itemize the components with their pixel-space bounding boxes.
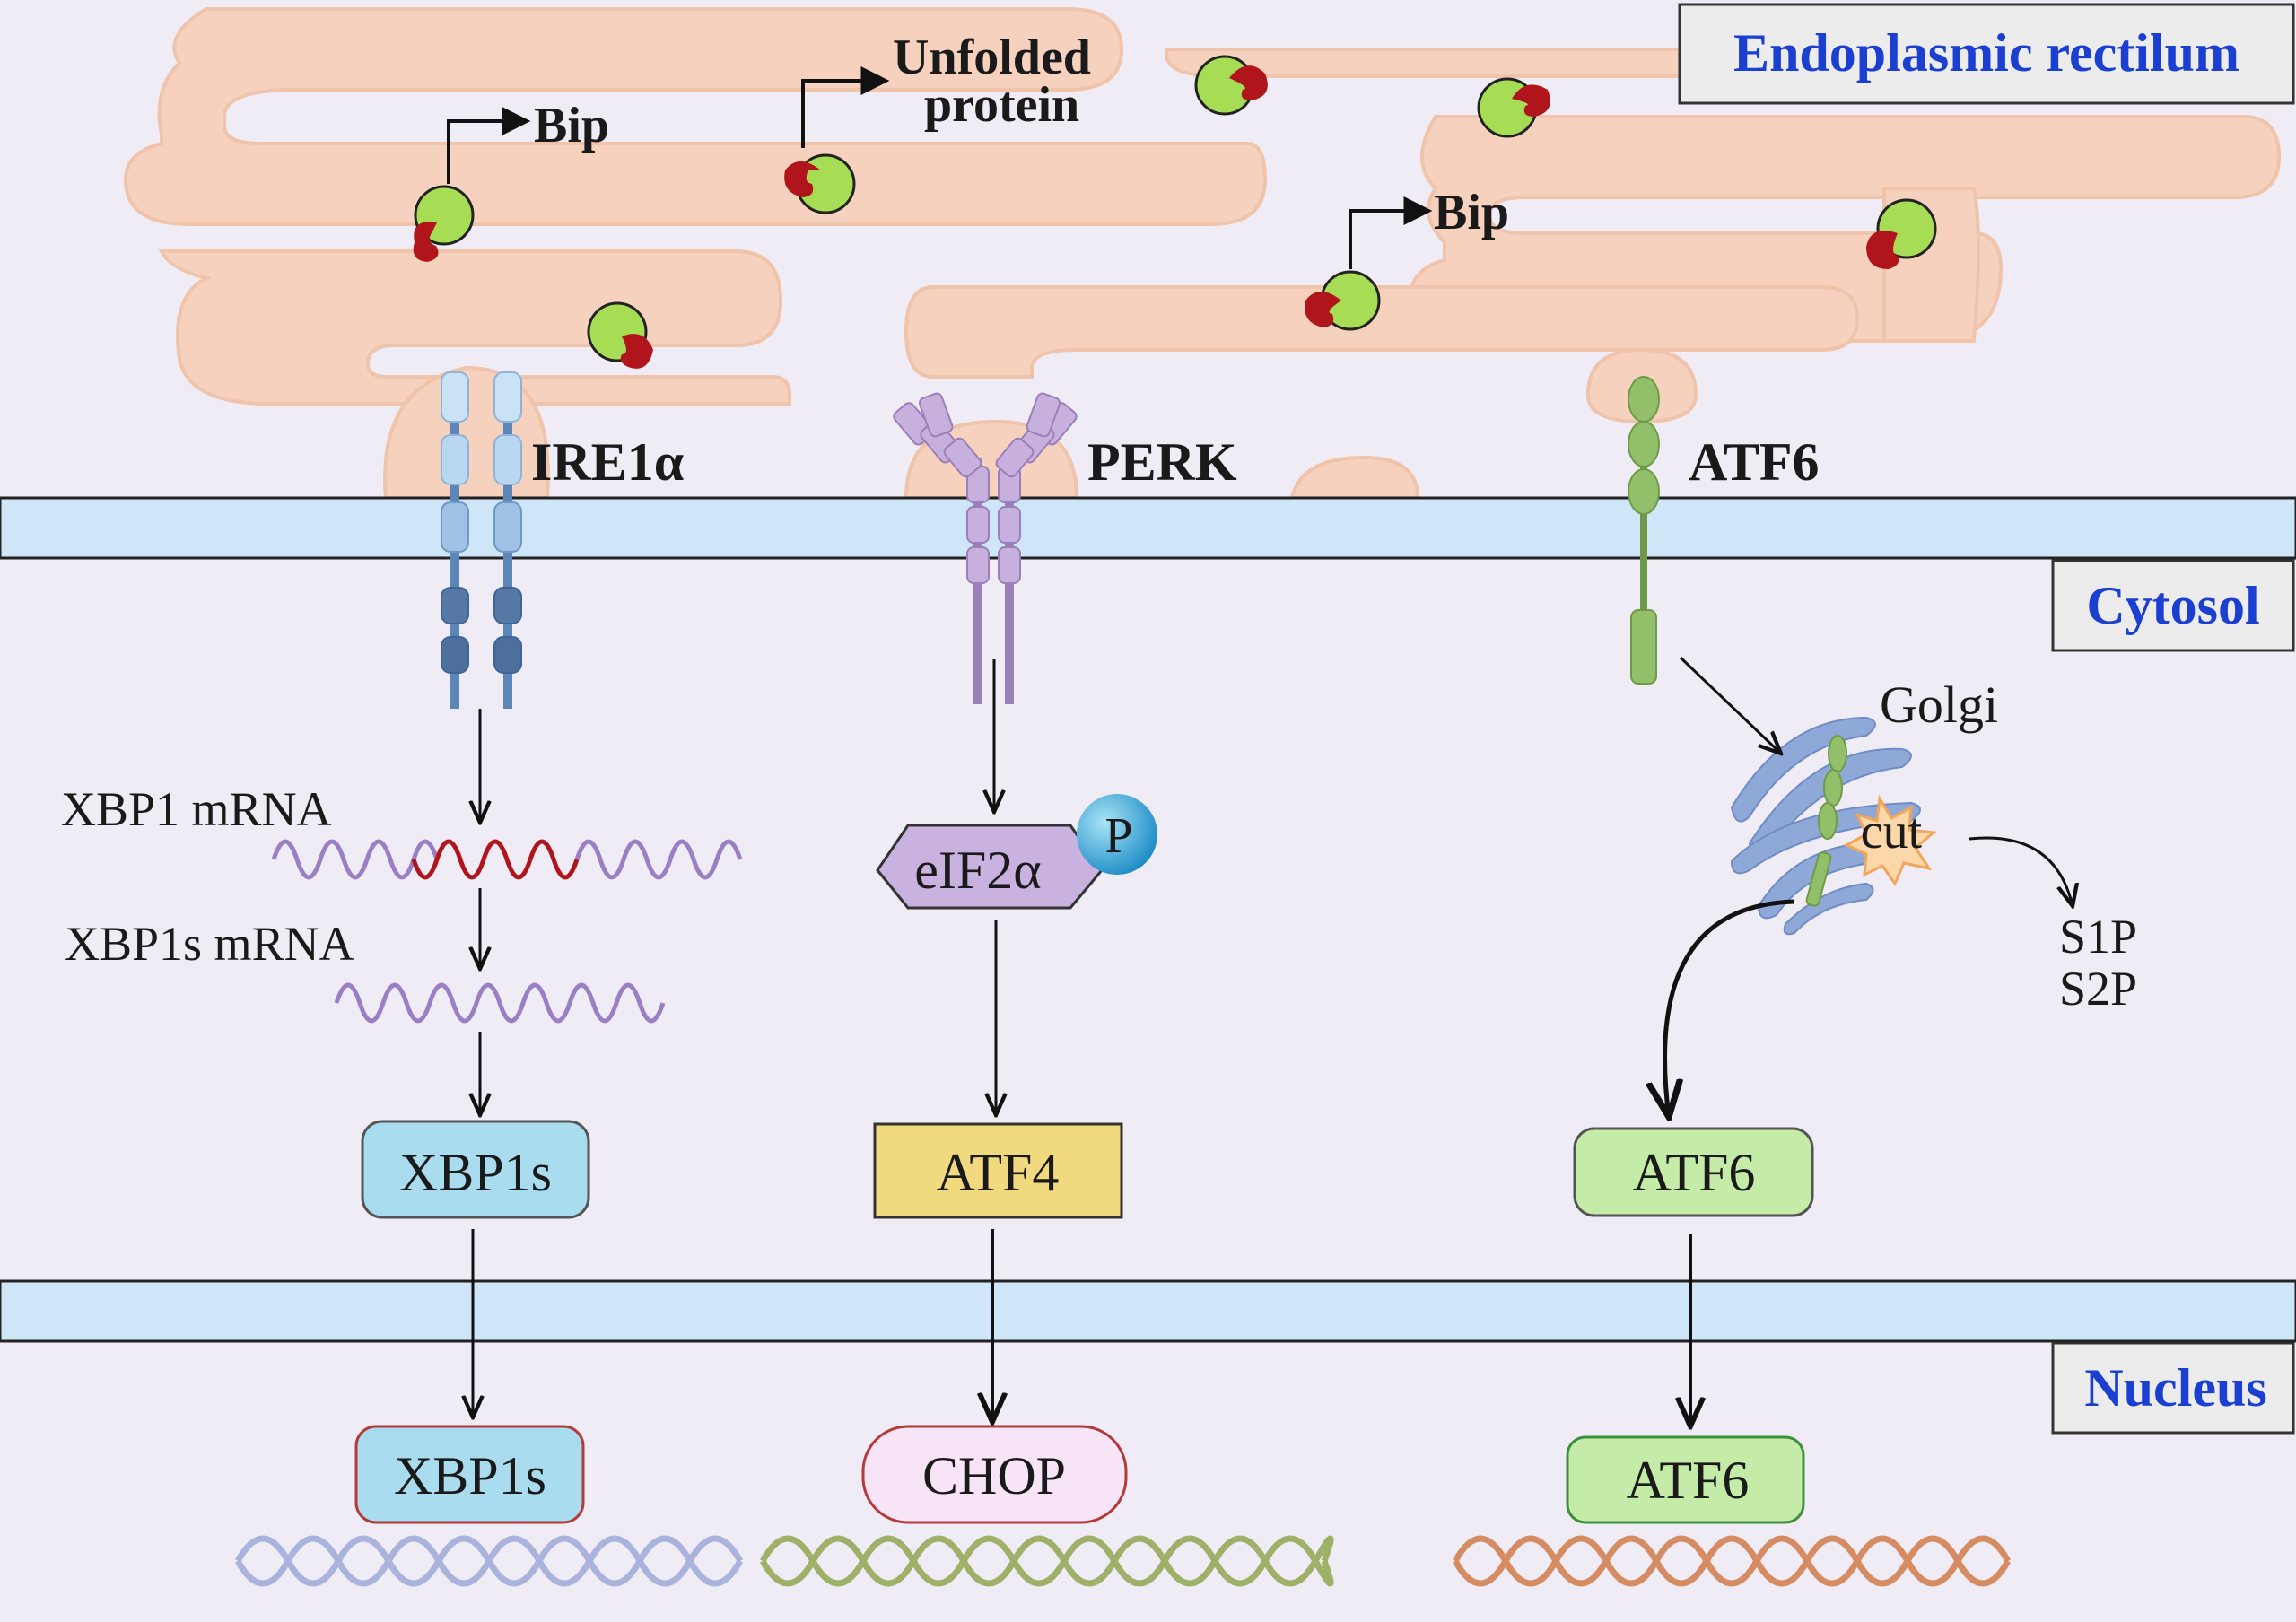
perk-receptor (893, 392, 1078, 704)
region-label-nucleus-text: Nucleus (2084, 1358, 2266, 1417)
unfolded-protein (1866, 231, 1899, 269)
dna-helix-perk (759, 1535, 1334, 1587)
region-label-nucleus: Nucleus (2051, 1341, 2295, 1435)
region-label-er-text: Endoplasmic rectilum (1733, 23, 2239, 83)
dna-helix-atf6 (1452, 1535, 2012, 1587)
bip-complex (1866, 198, 1937, 269)
arrow-atf6-to-golgi (1679, 656, 1781, 754)
er-pointers (447, 66, 1433, 269)
bip-complex (1305, 270, 1381, 331)
bip-complex (413, 185, 475, 262)
nuclear-membrane (0, 1279, 2296, 1343)
cut-burst (1843, 794, 1937, 887)
xbp1s-cytosol-label: XBP1s (399, 1143, 552, 1202)
atf4-box (873, 1122, 1123, 1219)
xbp1s-cytosol-box (361, 1120, 590, 1219)
unfolded-protein (1229, 65, 1268, 100)
unfolded-protein (620, 334, 653, 369)
atf6-cytosol-label: ATF6 (1633, 1143, 1756, 1202)
xbp1-mrna-label: XBP1 mRNA (61, 782, 332, 836)
golgi-label: Golgi (1880, 676, 1998, 734)
atf4-label: ATF4 (937, 1143, 1060, 1202)
phosphate-label: P (1104, 808, 1132, 864)
bip-label-left: Bip (534, 98, 609, 153)
phosphate-group (1077, 794, 1157, 875)
region-label-cytosol-text: Cytosol (2086, 576, 2259, 635)
ire1-label: IRE1α (531, 432, 684, 492)
bip-label-right: Bip (1434, 185, 1509, 240)
xbp1s-nucleus-box (354, 1425, 585, 1524)
atf6-cytosol-box (1573, 1127, 1814, 1217)
cut-label: cut (1861, 804, 1923, 859)
s1p-label: S1P (2059, 910, 2137, 964)
atf6-nucleus-box (1566, 1435, 1805, 1524)
arrow-golgi-to-atf6 (1665, 899, 1795, 1117)
xbp1-mrna-wave-left (271, 839, 440, 880)
xbp1s-nucleus-label: XBP1s (394, 1446, 546, 1505)
atf6-nucleus-label: ATF6 (1627, 1451, 1750, 1510)
ire1-receptor (441, 371, 522, 709)
bip-complex (1477, 77, 1550, 138)
golgi-apparatus (1730, 716, 1937, 936)
atf6-sensor-label: ATF6 (1689, 432, 1820, 492)
perk-label: PERK (1087, 432, 1237, 492)
bip-complex (1194, 55, 1268, 116)
unfolded-protein-label-line1: Unfolded (893, 30, 1091, 85)
xbp1s-mrna-label: XBP1s mRNA (65, 917, 354, 971)
dna-helix-ire1 (234, 1535, 744, 1587)
bip-complexes (413, 55, 1937, 369)
unfolded-protein (413, 222, 439, 262)
atf6-sensor (1628, 376, 1660, 685)
er-membrane (0, 496, 2296, 560)
unfolded-protein-label-line2: protein (924, 77, 1079, 133)
region-label-cytosol: Cytosol (2051, 559, 2295, 652)
bip-complex (587, 301, 653, 369)
region-label-er: Endoplasmic rectilum (1678, 3, 2295, 105)
chop-label: CHOP (922, 1446, 1066, 1505)
er-cisternae (123, 7, 2282, 406)
eif2a-label: eIF2α (914, 841, 1041, 900)
s2p-label: S2P (2059, 962, 2137, 1016)
unfolded-protein (784, 161, 821, 197)
unfolded-protein (1512, 84, 1550, 117)
arrow-cut-to-proteases (1969, 836, 2073, 906)
xbp1-mrna-wave-spliced (411, 839, 580, 880)
unfolded-protein (1305, 292, 1341, 327)
ire1-monomer (493, 371, 522, 709)
bip-complex (784, 153, 856, 214)
xbp1s-mrna-wave (334, 982, 666, 1024)
xbp1-mrna-wave-right (574, 839, 743, 880)
ire1-monomer (441, 371, 469, 709)
chop-box (861, 1425, 1128, 1524)
